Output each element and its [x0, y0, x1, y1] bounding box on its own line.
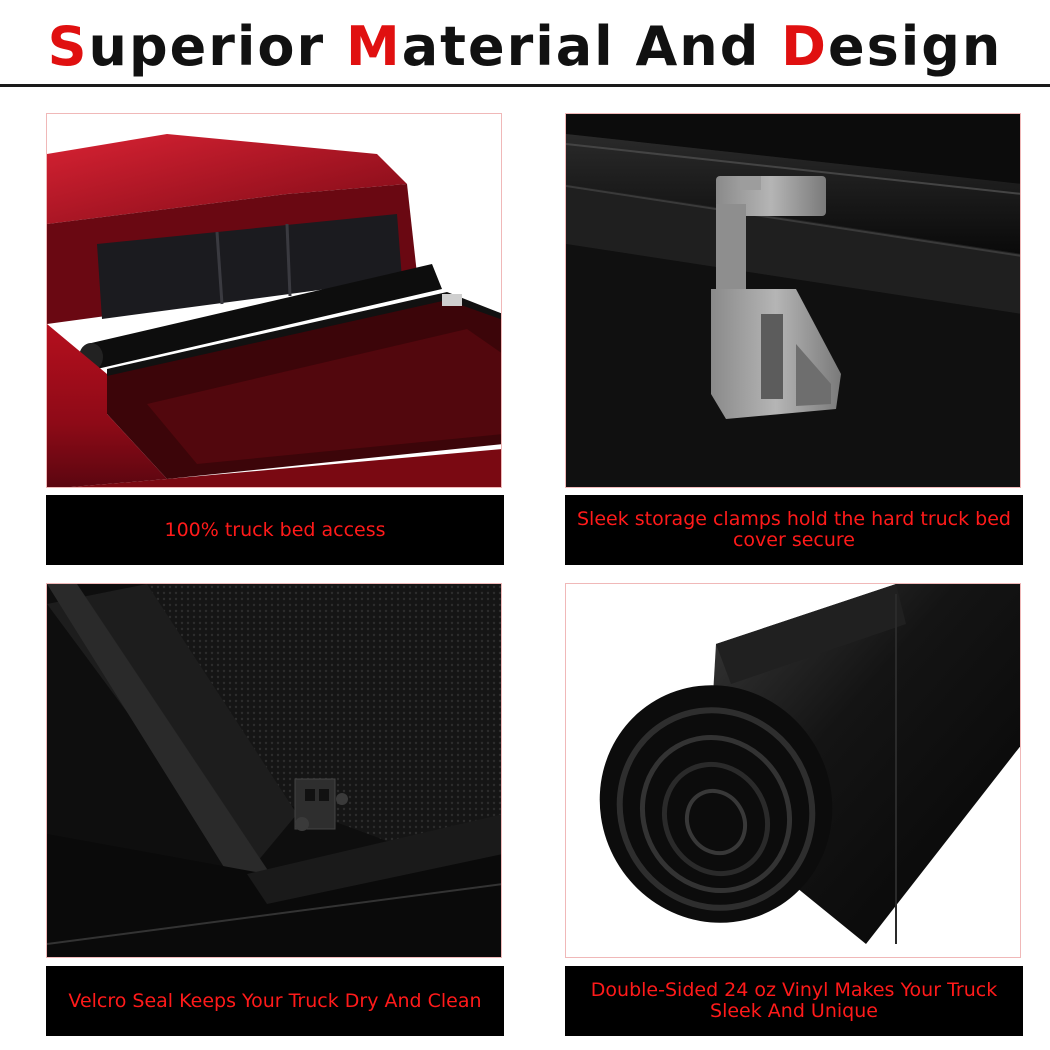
- panel-image-truck-bed-access: [46, 113, 502, 488]
- caption-truck-bed-access: 100% truck bed access: [46, 495, 504, 565]
- title-part-4: D: [781, 15, 828, 78]
- title-part-1: uperior: [88, 15, 346, 78]
- title-divider: [0, 84, 1050, 87]
- velcro-seal-image: [47, 584, 501, 957]
- storage-clamp-image: [566, 114, 1020, 487]
- rolled-vinyl-image: [566, 584, 1020, 957]
- panel-image-storage-clamp: [565, 113, 1021, 488]
- panel-image-rolled-vinyl: [565, 583, 1021, 958]
- caption-velcro-seal: Velcro Seal Keeps Your Truck Dry And Cle…: [46, 966, 504, 1036]
- caption-storage-clamps: Sleek storage clamps hold the hard truck…: [565, 495, 1023, 565]
- title-part-3: aterial And: [401, 15, 782, 78]
- caption-text: Velcro Seal Keeps Your Truck Dry And Cle…: [68, 989, 482, 1012]
- caption-double-sided-vinyl: Double-Sided 24 oz Vinyl Makes Your Truc…: [565, 966, 1023, 1036]
- title-part-5: esign: [827, 15, 1003, 78]
- caption-text: Sleek storage clamps hold the hard truck…: [577, 508, 1011, 551]
- caption-text: Double-Sided 24 oz Vinyl Makes Your Truc…: [590, 979, 998, 1022]
- red-pickup-image: [47, 114, 501, 487]
- title-part-0: S: [47, 15, 89, 78]
- caption-text: 100% truck bed access: [164, 518, 386, 541]
- page-title: Superior Material And Design: [0, 10, 1050, 84]
- panel-image-velcro-seal: [46, 583, 502, 958]
- title-part-2: M: [345, 15, 402, 78]
